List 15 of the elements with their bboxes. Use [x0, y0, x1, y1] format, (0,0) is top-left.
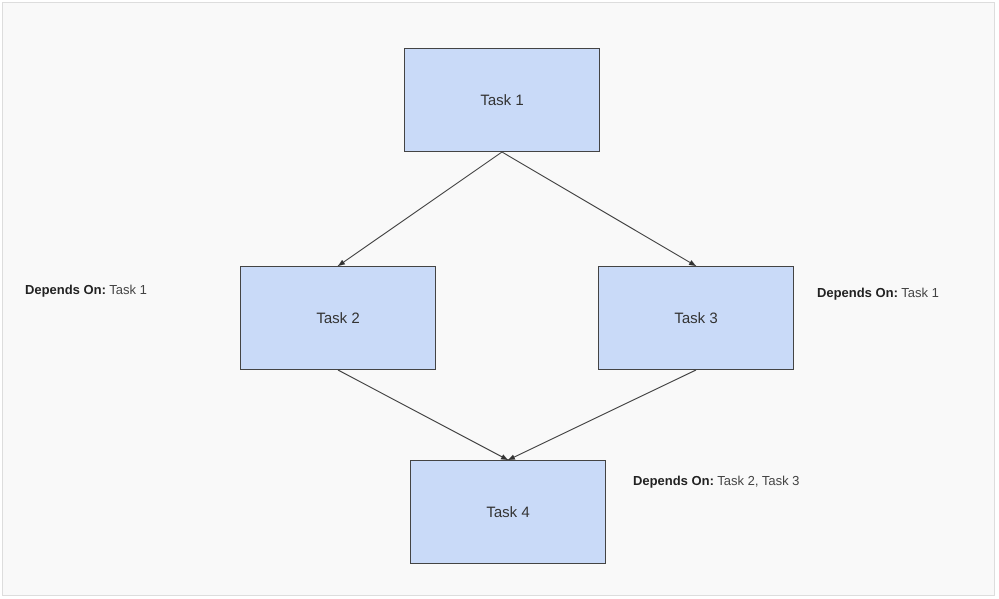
task-label: Task 4	[486, 504, 530, 520]
task-label: Task 1	[480, 92, 524, 108]
arrow	[508, 370, 696, 460]
task-box	[404, 48, 600, 152]
dependency-note: Depends On: Task 2, Task 3	[633, 473, 800, 488]
arrow	[338, 152, 502, 266]
task-box	[240, 266, 436, 370]
dependency-note: Depends On: Task 1	[25, 282, 147, 297]
task-label: Task 3	[674, 310, 718, 326]
task-label: Task 2	[316, 310, 360, 326]
task-box	[598, 266, 794, 370]
task-box	[410, 460, 606, 564]
arrow	[502, 152, 696, 266]
arrow	[338, 370, 508, 460]
dependency-note: Depends On: Task 1	[817, 285, 939, 300]
